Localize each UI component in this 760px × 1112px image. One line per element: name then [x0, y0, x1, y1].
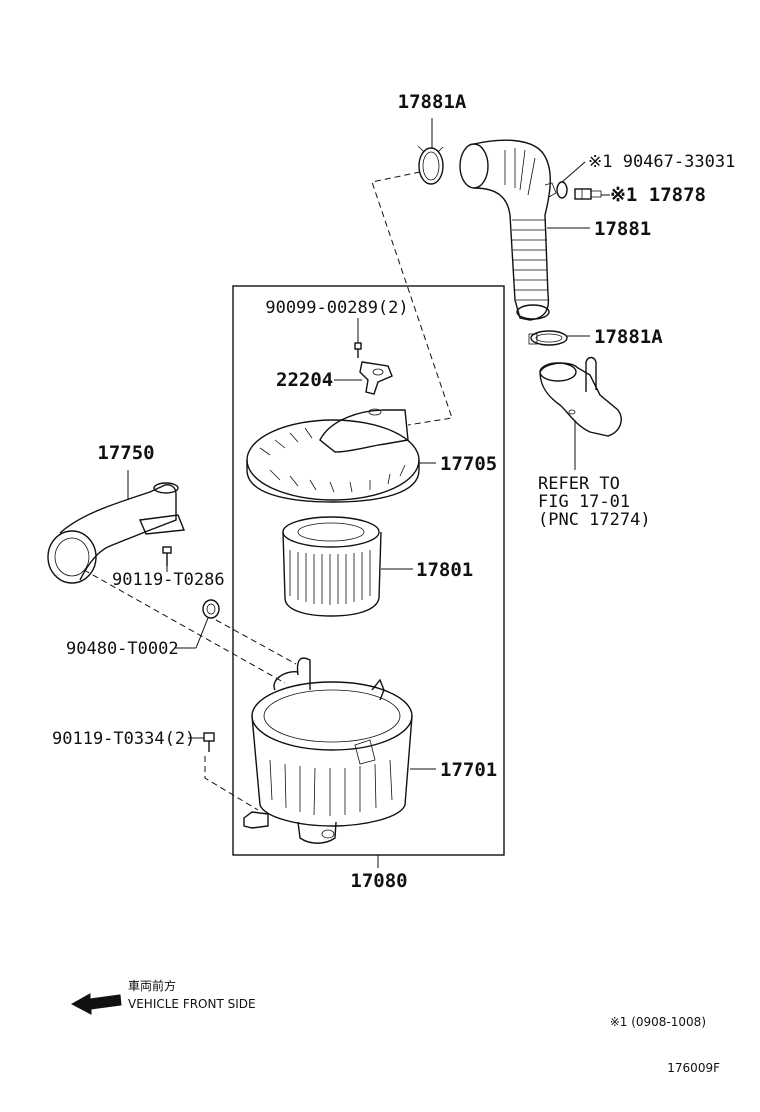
label-90099-00289: 90099-00289(2)	[265, 298, 408, 318]
direction-en-label: VEHICLE FRONT SIDE	[128, 997, 256, 1011]
mass-airflow-sensor-22204[interactable]	[359, 361, 393, 395]
label-17701: 17701	[440, 759, 497, 781]
clamp-17881a-top[interactable]	[417, 145, 444, 185]
intake-duct-ref-17274[interactable]	[539, 356, 622, 437]
label-17881a-bottom: 17881A	[594, 326, 663, 348]
front-direction-arrow-icon	[70, 993, 122, 1015]
air-inlet-17750[interactable]	[47, 482, 185, 584]
clamp-17881a-bottom[interactable]	[528, 330, 568, 346]
leader-lines	[127, 118, 610, 868]
air-cleaner-cap-17705[interactable]	[246, 408, 420, 503]
valve-17878[interactable]	[574, 188, 602, 200]
label-17881a-top: 17881A	[398, 91, 467, 113]
label-90480-t0002: 90480-T0002	[66, 639, 179, 659]
assembly-lines	[83, 171, 453, 811]
grommet-90480-t0002[interactable]	[202, 599, 220, 619]
refer-line-3: (PNC 17274)	[538, 510, 651, 530]
bolt-90099-00289[interactable]	[354, 342, 362, 358]
figure-id: 176009F	[667, 1061, 720, 1075]
screw-90119-t0286[interactable]	[162, 546, 172, 566]
label-17881: 17881	[594, 218, 651, 240]
label-90119-t0334: 90119-T0334(2)	[52, 729, 195, 749]
label-90119-t0286: 90119-T0286	[112, 570, 225, 590]
label-90467-33031: ※1 90467-33031	[588, 152, 735, 172]
direction-jp-label: 車両前方	[128, 978, 176, 993]
inlet-hose-17881[interactable]	[459, 139, 557, 321]
label-17801: 17801	[416, 559, 473, 581]
gasket-90467-33031[interactable]	[556, 181, 568, 199]
label-17705: 17705	[440, 453, 497, 475]
label-22204: 22204	[276, 369, 333, 391]
refer-line-2: FIG 17-01	[538, 492, 630, 512]
bolt-90119-t0334[interactable]	[203, 732, 215, 752]
label-17080: 17080	[350, 870, 407, 892]
refer-line-1: REFER TO	[538, 474, 620, 494]
filter-element-17801[interactable]	[282, 516, 382, 617]
applicability-note: ※1 (0908-1008)	[610, 1015, 706, 1029]
label-17750: 17750	[97, 442, 154, 464]
label-17878: ※1 17878	[610, 184, 706, 206]
air-cleaner-case-17701[interactable]	[243, 657, 413, 844]
assembly-box-17080	[232, 285, 505, 856]
